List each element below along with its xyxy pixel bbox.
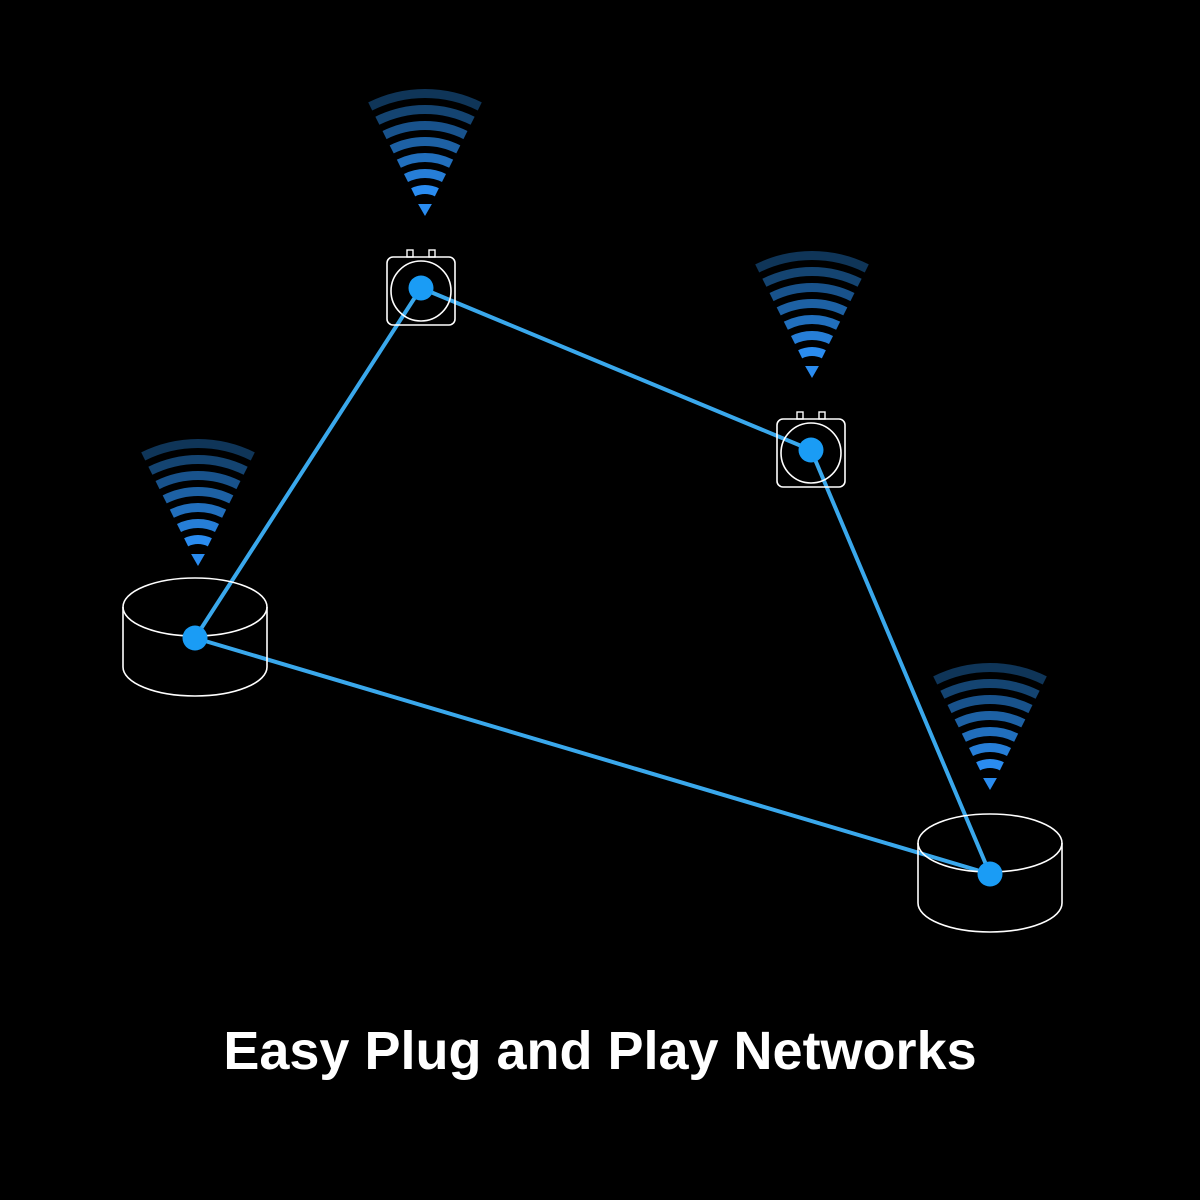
wifi-band	[375, 105, 475, 125]
wifi-band	[954, 711, 1026, 728]
plug-body	[776, 418, 846, 488]
wifi-band	[947, 694, 1033, 714]
wifi-band	[976, 759, 1004, 771]
wifi-band	[382, 120, 468, 140]
wifi-tip	[418, 204, 432, 216]
plug-face	[780, 422, 842, 484]
network-link	[419, 286, 813, 452]
wifi-band	[389, 137, 461, 154]
plug-prong	[796, 411, 804, 420]
network-link	[809, 448, 992, 876]
wifi-band	[403, 169, 447, 183]
caption-title: Easy Plug and Play Networks	[223, 1021, 977, 1081]
wifi-band	[184, 535, 212, 547]
wifi-tip	[805, 366, 819, 378]
wifi-band	[162, 487, 234, 504]
wifi-band	[368, 88, 482, 111]
hub-body	[122, 607, 268, 697]
node-dot	[977, 861, 1003, 887]
network-link	[193, 286, 423, 640]
wifi-band	[776, 298, 848, 316]
network-link	[193, 636, 992, 876]
plug-icon	[386, 249, 456, 326]
plug-prong	[428, 249, 436, 258]
wifi-band	[169, 503, 227, 518]
wifi-band	[141, 439, 255, 461]
wifi-icon	[141, 439, 255, 566]
wifi-band	[783, 315, 841, 330]
plug-prong	[818, 411, 826, 420]
wifi-band	[176, 519, 220, 533]
node-dot	[182, 625, 208, 651]
plug-face	[390, 260, 452, 322]
wifi-band	[940, 679, 1040, 699]
hub-body	[917, 843, 1063, 933]
wifi-icon	[755, 250, 869, 378]
links-layer	[193, 286, 992, 876]
wifi-band	[155, 471, 241, 490]
wifi-band	[798, 347, 826, 359]
wifi-band	[968, 742, 1012, 757]
wifi-tip	[983, 778, 997, 790]
wifi-band	[769, 283, 855, 302]
wifi-band	[790, 331, 834, 345]
wifi-band	[148, 454, 248, 475]
wifi-band	[933, 663, 1047, 685]
node-dot	[408, 275, 434, 301]
dots-layer	[182, 275, 1003, 887]
plug-body	[386, 256, 456, 326]
plug-prong	[406, 249, 414, 258]
wifi-icon	[933, 663, 1047, 790]
wifi-band	[396, 153, 454, 168]
wifi-tip	[191, 554, 205, 566]
plug-icon	[776, 411, 846, 488]
wifi-band	[755, 250, 869, 273]
wifi-band	[961, 727, 1019, 742]
wifi-band	[762, 267, 862, 287]
wifi-band	[411, 184, 439, 197]
node-dot	[798, 437, 824, 463]
wifi-icon	[368, 88, 482, 216]
devices-layer	[122, 88, 1063, 933]
